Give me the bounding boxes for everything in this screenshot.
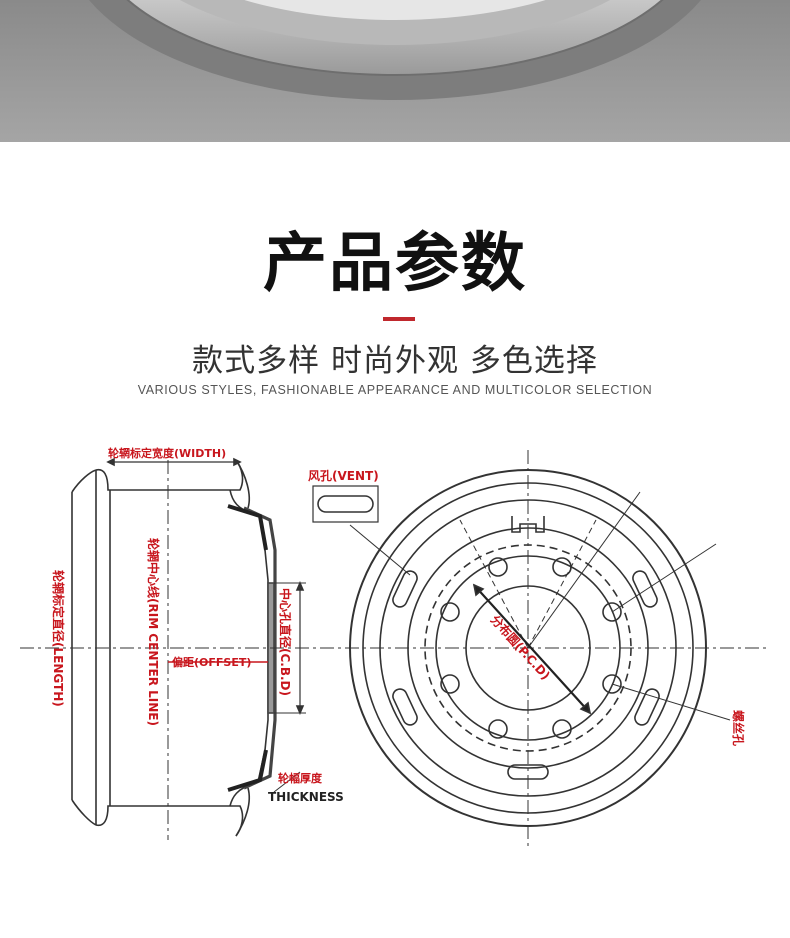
hero-wheel-photo	[0, 0, 790, 142]
label-rim-center-line: 轮辋中心线(RIM CENTER LINE)	[146, 538, 161, 726]
label-vent: 风孔(VENT)	[308, 469, 379, 483]
label-length: 轮辋标定直径(LENGTH)	[51, 570, 66, 707]
label-offset: 偏距(OFFSET)	[172, 655, 251, 669]
title-divider	[383, 317, 415, 321]
rim-side-section	[20, 457, 330, 840]
rim-front-view	[312, 450, 770, 850]
page-title: 产品参数	[263, 227, 527, 301]
label-pcd: 分布圆(P.C.D)	[488, 612, 554, 683]
bolt-holes	[440, 557, 622, 739]
wheel-rim-image	[0, 0, 790, 142]
label-thickness: THICKNESS	[268, 790, 344, 804]
wheel-spec-diagram: 轮辋标定宽度(WIDTH) 风孔(VENT) 轮辋标定直径(LENGTH) 轮辋…	[20, 446, 770, 850]
label-bolt-hole: 螺丝孔	[731, 710, 746, 746]
subtitle: 款式多样 时尚外观 多色选择	[192, 343, 598, 379]
label-cbd: 中心孔直径(C.B.D)	[278, 588, 293, 696]
label-disc-thickness: 轮幅厚度	[278, 771, 323, 785]
subtitle-english: VARIOUS STYLES, FASHIONABLE APPEARANCE A…	[137, 383, 653, 397]
label-width: 轮辋标定宽度(WIDTH)	[108, 446, 226, 460]
